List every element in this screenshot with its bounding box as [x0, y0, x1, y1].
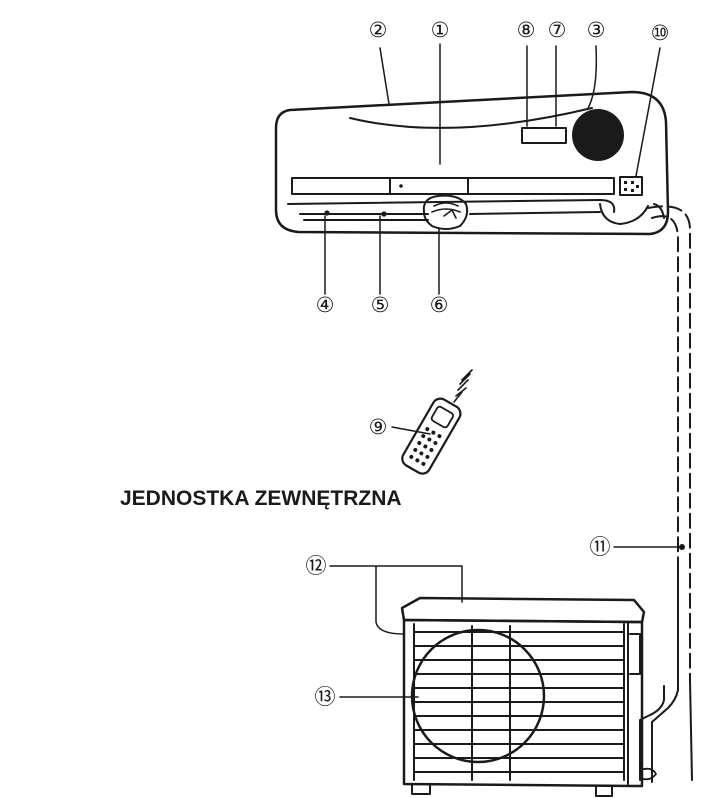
callout-6: ⑥: [430, 293, 449, 317]
callout-13: ⑬: [315, 685, 336, 709]
outdoor-unit-label: JEDNOSTKA ZEWNĘTRZNA: [120, 487, 402, 510]
indoor-unit-body: [274, 90, 670, 236]
callout-11: ⑪: [590, 535, 611, 559]
callout-numbers: ① ② ③ ④ ⑤ ⑥ ⑦ ⑧ ⑨ ⑩ ⑪ ⑫ ⑬: [306, 18, 670, 709]
outdoor-feet: [411, 783, 613, 797]
hand-icon: [422, 194, 469, 230]
remote-screen: [430, 405, 454, 429]
pipe-dashed-inner: [651, 215, 679, 561]
callout-8: ⑧: [517, 18, 536, 42]
indicator-dot: [399, 184, 403, 188]
leader-10: [635, 47, 661, 177]
display-window: [521, 127, 567, 144]
remote-control: [401, 397, 462, 475]
louvre-bottom: [299, 211, 601, 215]
remote-buttons: [409, 427, 442, 466]
control-panel-icon: [619, 176, 643, 196]
callout-9: ⑨: [369, 415, 388, 439]
front-panel-curve: [349, 107, 593, 129]
pipe-dashed-outer: [647, 205, 691, 681]
valve-fitting: [639, 767, 657, 781]
leader-lines: [324, 43, 681, 698]
leader-9: [391, 426, 431, 435]
callout-10: ⑩: [651, 21, 670, 45]
callout-1: ①: [431, 18, 450, 42]
indoor-unit: [274, 90, 670, 236]
outdoor-lid: [400, 596, 646, 624]
fan-icon: [410, 628, 546, 764]
callout-4: ④: [316, 293, 335, 317]
leader-3: [587, 45, 598, 109]
callout-12: ⑫: [306, 554, 327, 578]
pipe-solid-inner: [651, 559, 679, 783]
grille-verticals: [413, 623, 625, 781]
remote-body: [401, 397, 462, 475]
pipe-into-outdoor: [639, 685, 665, 781]
callout-2: ②: [369, 18, 388, 42]
signal-receiver-icon: [572, 109, 624, 161]
louvre-top: [287, 199, 616, 213]
connecting-pipes: [639, 205, 693, 783]
control-panel-dots: [624, 181, 639, 192]
louvre-end-cap: [599, 203, 649, 225]
callout-7: ⑦: [548, 18, 567, 42]
outdoor-side: [627, 621, 641, 785]
signal-waves-icon: [453, 369, 473, 403]
outdoor-unit: [400, 596, 657, 797]
grille-slats: [413, 631, 625, 773]
outdoor-body: [402, 618, 644, 788]
louvre-dot-right: [381, 211, 387, 217]
leader-2: [379, 47, 390, 105]
pipe-solid-outer: [689, 679, 693, 781]
leader-12: [329, 565, 463, 635]
pipe-label-dot: [679, 544, 685, 550]
callout-3: ③: [587, 18, 606, 42]
louvre-dot-left: [324, 210, 330, 216]
front-strip: [291, 177, 615, 195]
callout-5: ⑤: [371, 293, 390, 317]
center-panel: [389, 177, 469, 195]
